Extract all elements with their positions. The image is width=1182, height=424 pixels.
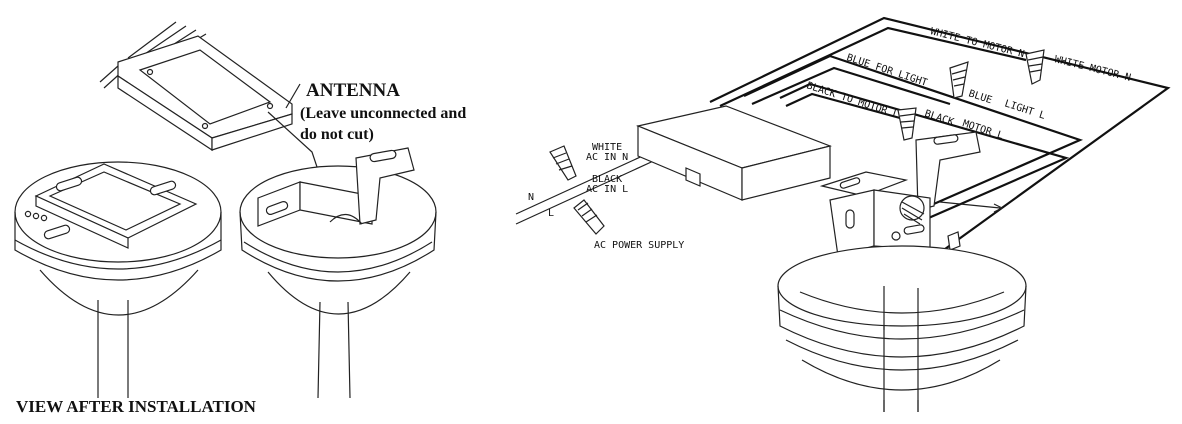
label-ac-in-l: AC IN L — [586, 184, 628, 195]
label-ac-in-n: AC IN N — [586, 152, 628, 163]
label-white-motor-n: WHITE MOTOR N — [1053, 54, 1132, 84]
receiver-box — [635, 105, 832, 201]
fan-canopy — [777, 245, 1027, 412]
wire-nut-black-motor — [897, 107, 917, 141]
mounting-bracket — [819, 131, 981, 257]
label-white-to-motor-n: WHITE TO MOTOR N — [929, 26, 1025, 60]
receiver-module — [99, 21, 325, 183]
view-caption: VIEW AFTER INSTALLATION — [16, 397, 257, 416]
label-l: L — [548, 208, 554, 219]
wire-nut-blue-light — [949, 61, 969, 99]
label-black-to-motor-l: BLACK TO MOTOR L — [805, 80, 900, 120]
label-light-l: LIGHT L — [1003, 98, 1046, 121]
canopy-with-module — [14, 161, 222, 398]
label-black: BLACK — [923, 108, 955, 128]
left-panel: ANTENNA (Leave unconnected and do not cu… — [14, 21, 466, 416]
antenna-label: ANTENNA — [306, 80, 400, 101]
wire-nut-white-ac — [549, 145, 577, 181]
right-panel: WHITE TO MOTOR N WHITE MOTOR N BLUE FOR … — [515, 16, 1171, 412]
wire-nut-black-ac — [573, 199, 605, 235]
label-n: N — [528, 192, 534, 203]
antenna-note-line2: do not cut) — [300, 126, 374, 143]
antenna-note-line1: (Leave unconnected and — [300, 105, 466, 122]
canopy-with-bracket — [239, 147, 437, 399]
label-ac-power-supply: AC POWER SUPPLY — [594, 240, 684, 251]
label-black-ac: BLACK — [592, 174, 622, 185]
label-white-ac: WHITE — [592, 142, 622, 153]
wire-nut-white-motor — [1025, 49, 1045, 85]
